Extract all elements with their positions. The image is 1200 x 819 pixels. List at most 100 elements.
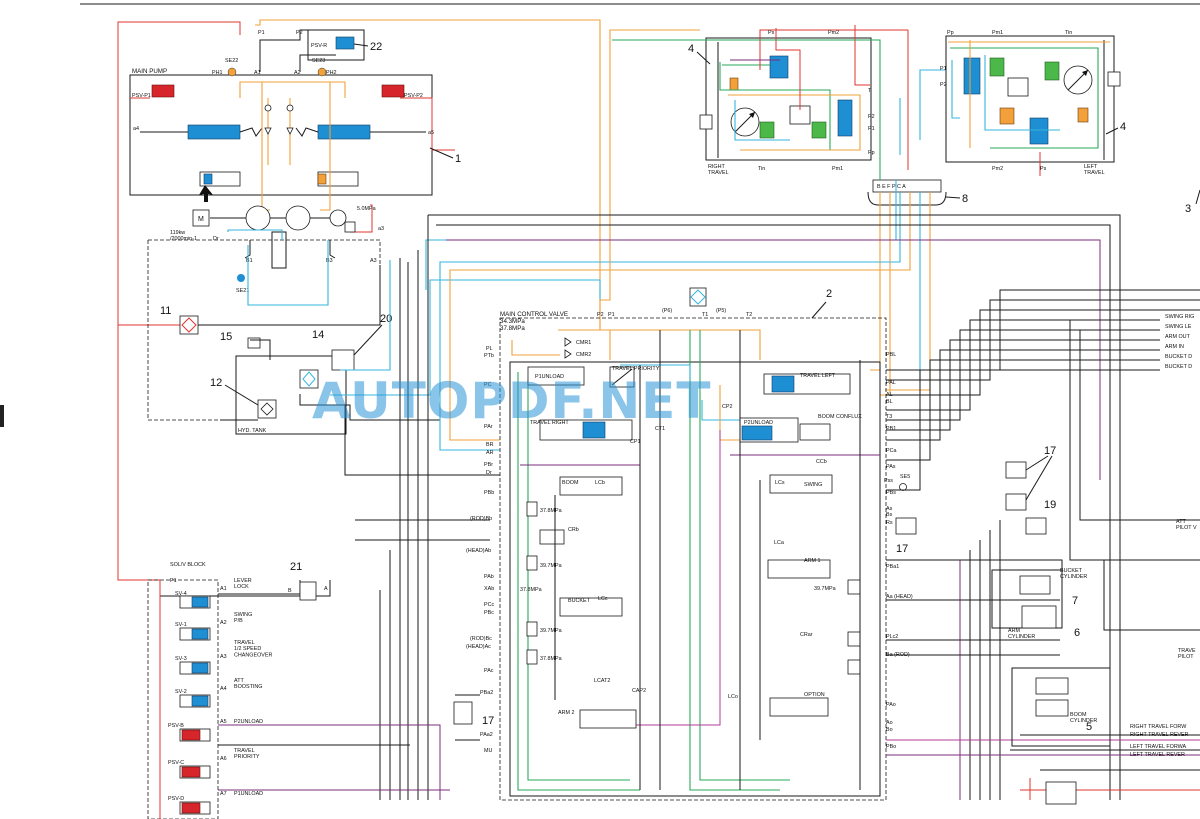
spool-p2unload: P2UNLOAD bbox=[744, 420, 773, 426]
tr-r-port-ps: Ps bbox=[768, 30, 775, 36]
spool-option-box bbox=[769, 697, 829, 717]
line-right-travel-fwd: RIGHT TRAVEL FORW bbox=[1130, 724, 1187, 730]
spool-bucket-box bbox=[559, 597, 623, 617]
watermark: AUTOPDF.NET bbox=[312, 372, 711, 430]
tr-r-port-pm2: Pm2 bbox=[828, 30, 839, 36]
port-ptb: PTb bbox=[484, 353, 494, 359]
psvc-port: A6 bbox=[220, 756, 227, 762]
sv2-valve bbox=[191, 695, 209, 707]
sv3-valve bbox=[191, 662, 209, 674]
shuttle-valves: 17 19 17 17 bbox=[453, 445, 1056, 727]
line-bucket-dump: BUCKET D bbox=[1165, 354, 1192, 360]
spool-travel-right: TRAVEL RIGHT bbox=[530, 420, 569, 426]
callout-2: 2 bbox=[826, 288, 832, 300]
port-ph2: PH2 bbox=[326, 70, 337, 76]
pilot-pressure: 5.0MPa bbox=[357, 206, 376, 212]
shuttle-valve-19 bbox=[1025, 517, 1047, 535]
sensor-se22: SE22 bbox=[225, 58, 238, 64]
return-filter-mcv-icon bbox=[689, 287, 707, 307]
callout-8: 8 bbox=[962, 193, 968, 205]
callout-21: 21 bbox=[290, 561, 302, 573]
check-lca: LCa bbox=[774, 540, 784, 546]
boom-cylinder-b-icon bbox=[1035, 699, 1069, 717]
line-swing-right: SWING RIG bbox=[1165, 314, 1194, 320]
mcv-port-p2: P2 bbox=[597, 312, 604, 318]
port-pbs: PBs bbox=[886, 490, 896, 496]
callout-4-right: 4 bbox=[688, 43, 694, 55]
travel-l-valve-b bbox=[1029, 117, 1049, 145]
callout-4-left: 4 bbox=[1120, 121, 1126, 133]
psvd-function: P1UNLOAD bbox=[234, 791, 263, 797]
sv4-label: SV-4 bbox=[175, 591, 187, 597]
port-paa2: PAa2 bbox=[480, 732, 493, 738]
psvd-port: A7 bbox=[220, 791, 227, 797]
callout-17-c: 17 bbox=[482, 715, 494, 727]
tr-r-port-p1: P1 bbox=[868, 126, 875, 132]
bucket-cylinder-icon bbox=[1019, 575, 1051, 595]
line-bucket-dig: BUCKET D bbox=[1165, 364, 1192, 370]
valve21-port-a: A bbox=[324, 586, 328, 592]
port-head-ac: (HEAD)Ac bbox=[466, 644, 491, 650]
callout-5: 5 bbox=[1086, 721, 1092, 733]
tr-l-port-pm2: Pm2 bbox=[992, 166, 1003, 172]
port-pbl: PBL bbox=[886, 352, 896, 358]
port-bl: BL bbox=[886, 399, 893, 405]
spool-boom: BOOM bbox=[562, 480, 579, 486]
relief-arm: 39.7MPa bbox=[814, 586, 836, 592]
port-rod-bb: (ROD)Bb bbox=[470, 516, 492, 522]
shuttle-valve-17-d bbox=[453, 701, 473, 725]
spool-swing: SWING bbox=[804, 482, 822, 488]
callout-14: 14 bbox=[312, 329, 324, 341]
spool-travel-left: TRAVEL LEFT bbox=[800, 373, 836, 379]
travel-r-valve-a bbox=[769, 55, 789, 79]
relief-xab: 37.8MPa bbox=[520, 587, 542, 593]
pilot-pump-icon bbox=[329, 209, 347, 227]
tr-l-port-pm1: Pm1 bbox=[992, 30, 1003, 36]
port-p2-top: P2 bbox=[296, 30, 303, 36]
port-b1: B1 bbox=[246, 258, 253, 264]
main-pump-title: MAIN PUMP bbox=[132, 68, 167, 75]
psv-p1-valve bbox=[151, 84, 175, 98]
port-a3: A3 bbox=[370, 258, 377, 264]
page-edge-mark bbox=[0, 405, 4, 427]
relief-bucket-head: 37.8MPa bbox=[540, 656, 562, 662]
sv2-label: SV-2 bbox=[175, 689, 187, 695]
solv-title: SOL/V BLOCK bbox=[170, 562, 206, 568]
callout-11: 11 bbox=[160, 305, 171, 317]
tr-r-port-p2: P2 bbox=[868, 114, 875, 120]
sv3-label: SV-3 bbox=[175, 656, 187, 662]
port-a1: A1 bbox=[254, 70, 261, 76]
check-crb: CRb bbox=[568, 527, 579, 533]
callout-7: 7 bbox=[1072, 595, 1078, 607]
spool-arm2: ARM 2 bbox=[558, 710, 574, 716]
port-p1-top: P1 bbox=[258, 30, 265, 36]
line-left-travel-rev: LEFT TRAVEL REVER bbox=[1130, 752, 1185, 758]
drain-filter-icon bbox=[299, 369, 319, 389]
mcv-port-p6: (P6) bbox=[662, 308, 672, 314]
spool-boom-box bbox=[559, 476, 623, 496]
cursor-arrow-icon bbox=[199, 185, 213, 202]
port-pbo: PBo bbox=[886, 744, 896, 750]
port-pca: PCa bbox=[886, 448, 897, 454]
shuttle-valve-17-c bbox=[895, 517, 917, 535]
valve21-port-b: B bbox=[288, 588, 292, 594]
sv1-label: SV-1 bbox=[175, 622, 187, 628]
port-b3: B3 bbox=[326, 258, 333, 264]
check-lcc: LCc bbox=[598, 596, 608, 602]
psvc-label: PSV-C bbox=[168, 760, 184, 766]
line-arm-in: ARM IN bbox=[1165, 344, 1184, 350]
mcv-title: MAIN CONTROL VALVE bbox=[500, 311, 568, 318]
shuttle-valve-17-b bbox=[1005, 493, 1027, 511]
travel-l-valve-a bbox=[963, 57, 981, 95]
mcv-left-ports: PL PTb PC PAr BR AR PBr Dr PBb (ROD)Bb (… bbox=[466, 346, 494, 754]
pump-1-icon bbox=[245, 205, 271, 231]
line-right-travel-rev: RIGHT TRAVEL REVER bbox=[1130, 732, 1189, 738]
psvb-port: A5 bbox=[220, 719, 227, 725]
check-crar: CRar bbox=[800, 632, 813, 638]
